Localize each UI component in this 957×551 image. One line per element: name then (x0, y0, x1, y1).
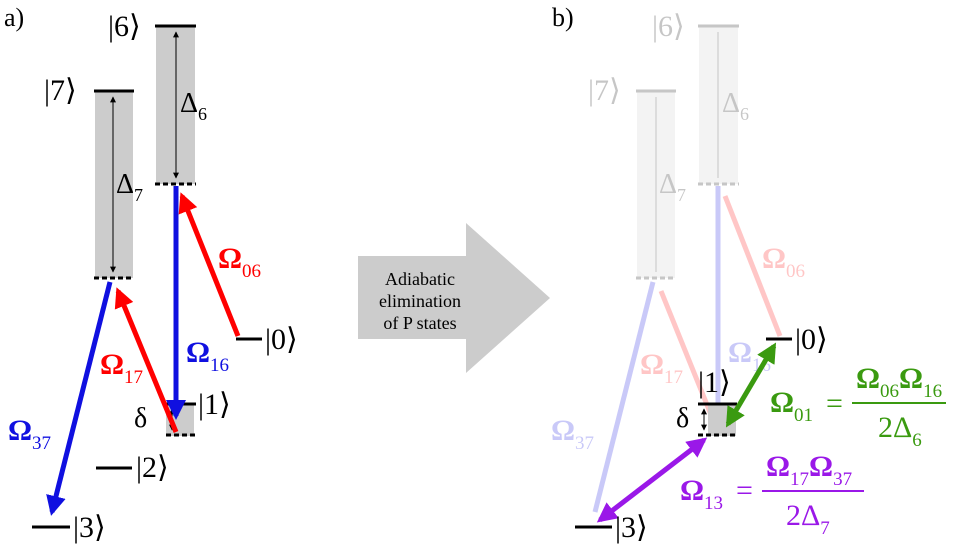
omega-01-lhs: Ω01 (770, 386, 813, 426)
faded-omega-37-arrow (592, 281, 656, 513)
faded-box-6 (699, 27, 738, 184)
omega-13-arrow (596, 437, 708, 523)
arrow-text-line3: of P states (383, 313, 456, 333)
omega-37-label: Ω37 (8, 414, 51, 454)
adiabatic-elimination-arrow: Adiabatic elimination of P states (358, 223, 550, 373)
omega-01-equals: = (826, 387, 843, 420)
delta-7-label: Δ7 (116, 169, 143, 205)
level-7-label: |7⟩ (44, 74, 77, 107)
faded-level-7-label: |7⟩ (588, 74, 621, 107)
omega-13-equals: = (736, 474, 753, 507)
level-3-label: |3⟩ (73, 511, 106, 544)
gray-arrow-shape (358, 223, 550, 373)
faded-omega-06-arrow (722, 195, 783, 337)
omega-13-numerator: Ω17Ω37 (766, 450, 852, 490)
omega-17-label: Ω17 (100, 348, 143, 388)
level-0-label-b: |0⟩ (795, 323, 828, 356)
panel-a: a) |6⟩ |7⟩ |0⟩ |1⟩ |2⟩ |3⟩ Δ6 Δ7 (4, 3, 298, 544)
panel-b: b) |6⟩ |7⟩ Δ6 Δ7 Ω06 Ω17 Ω16 Ω37 (551, 3, 946, 544)
delta-label: δ (134, 403, 147, 434)
arrow-text-line1: Adiabatic (385, 269, 455, 289)
omega-01-equation: Ω01 = Ω06Ω16 2Δ6 (770, 362, 946, 451)
level-2-label: |2⟩ (136, 451, 169, 484)
omega-37-arrow (46, 281, 113, 516)
delta-6-label: Δ6 (180, 88, 207, 124)
faded-eliminated-states: |6⟩ |7⟩ Δ6 Δ7 Ω06 Ω17 Ω16 Ω37 (551, 10, 805, 513)
faded-omega-16-label: Ω16 (728, 336, 771, 376)
omega-01-numerator: Ω06Ω16 (856, 362, 942, 402)
faded-omega-17-label: Ω17 (640, 348, 683, 388)
omega-06-arrow (178, 192, 241, 337)
level-0-label: |0⟩ (265, 323, 298, 356)
faded-box-7 (637, 91, 675, 278)
omega-01-denominator: 2Δ6 (878, 411, 922, 451)
level-1-label: |1⟩ (198, 388, 231, 421)
faded-delta-6-label: Δ6 (722, 88, 749, 124)
omega-16-label: Ω16 (186, 336, 229, 376)
faded-level-6-label: |6⟩ (652, 10, 685, 43)
faded-delta-7-label: Δ7 (659, 169, 686, 205)
level-3-label-b: |3⟩ (615, 511, 648, 544)
faded-omega-37-label: Ω37 (551, 414, 594, 454)
omega-13-denominator: 2Δ7 (786, 499, 830, 539)
omega-13-lhs: Ω13 (680, 474, 723, 514)
level-1-label-b: |1⟩ (698, 366, 731, 399)
omega-06-label: Ω06 (218, 242, 261, 282)
arrow-text-line2: elimination (379, 291, 461, 311)
omega-13-equation: Ω13 = Ω17Ω37 2Δ7 (680, 450, 864, 539)
delta-label-b: δ (676, 403, 689, 434)
level-6-label: |6⟩ (108, 10, 141, 43)
panel-a-label: a) (4, 3, 24, 32)
panel-b-label: b) (552, 3, 574, 32)
omega-01-arrow (725, 342, 777, 428)
faded-omega-06-label: Ω06 (762, 242, 805, 282)
